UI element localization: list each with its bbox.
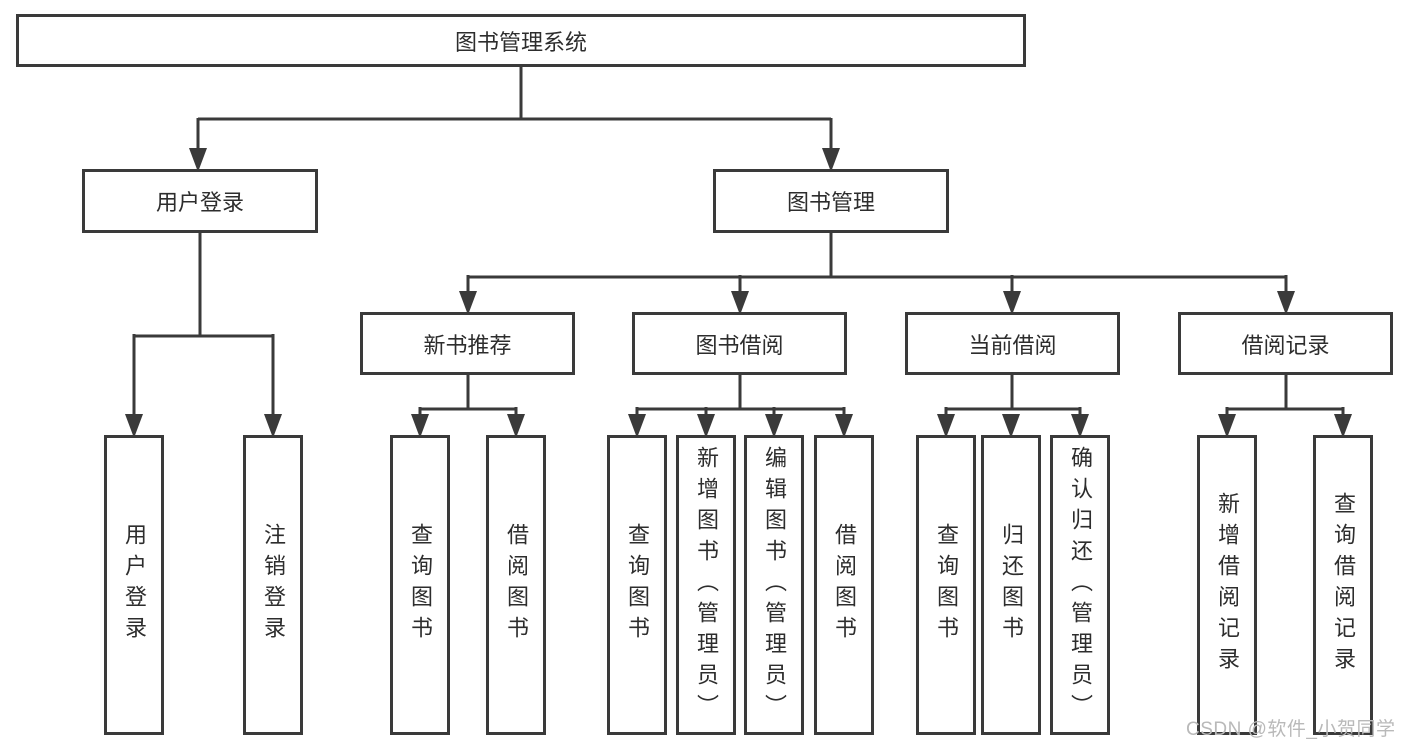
leaf-label: 注销登录 — [261, 523, 286, 647]
leaf-query-borrow-record: 查询借阅记录 — [1313, 435, 1373, 735]
node-library-management-system: 图书管理系统 — [16, 14, 1026, 67]
leaf-label: 借阅图书 — [832, 523, 857, 647]
leaf-add-books-admin: 新增图书（管理员） — [676, 435, 736, 735]
leaf-query-books-borrow: 查询图书 — [607, 435, 667, 735]
node-label: 图书管理 — [786, 190, 875, 215]
node-user-login-branch: 用户登录 — [82, 169, 318, 233]
leaf-label: 查询图书 — [408, 523, 433, 647]
node-label: 当前借阅 — [968, 332, 1057, 358]
node-book-borrowing: 图书借阅 — [632, 312, 847, 375]
leaf-label: 确认归还（管理员） — [1068, 445, 1093, 725]
leaf-add-borrow-record: 新增借阅记录 — [1197, 435, 1257, 735]
leaf-edit-books-admin: 编辑图书（管理员） — [744, 435, 804, 735]
leaf-label: 编辑图书（管理员） — [762, 445, 787, 725]
leaf-user-login: 用户登录 — [104, 435, 164, 735]
leaf-label: 新增借阅记录 — [1215, 492, 1240, 678]
leaf-logout: 注销登录 — [243, 435, 303, 735]
leaf-return-books: 归还图书 — [981, 435, 1041, 735]
leaf-label: 用户登录 — [122, 523, 147, 647]
node-label: 用户登录 — [155, 190, 244, 215]
leaf-query-books-current: 查询图书 — [916, 435, 976, 735]
leaf-label: 归还图书 — [999, 523, 1024, 647]
node-label: 新书推荐 — [423, 332, 512, 358]
node-label: 图书借阅 — [695, 332, 784, 358]
leaf-label: 借阅图书 — [504, 523, 529, 647]
leaf-label: 查询借阅记录 — [1331, 492, 1356, 678]
node-book-management-branch: 图书管理 — [713, 169, 949, 233]
node-current-borrowing: 当前借阅 — [905, 312, 1120, 375]
csdn-watermark: CSDN @软件_小贺同学 — [1186, 719, 1396, 740]
leaf-label: 新增图书（管理员） — [694, 445, 719, 725]
leaf-label: 查询图书 — [934, 523, 959, 647]
node-borrowing-records: 借阅记录 — [1178, 312, 1393, 375]
leaf-borrow-books-recommend: 借阅图书 — [486, 435, 546, 735]
leaf-borrow-books: 借阅图书 — [814, 435, 874, 735]
leaf-label: 查询图书 — [625, 523, 650, 647]
leaf-confirm-return-admin: 确认归还（管理员） — [1050, 435, 1110, 735]
node-label: 借阅记录 — [1241, 332, 1330, 358]
leaf-query-books-recommend: 查询图书 — [390, 435, 450, 735]
node-label: 图书管理系统 — [454, 29, 587, 55]
node-new-book-recommendation: 新书推荐 — [360, 312, 575, 375]
